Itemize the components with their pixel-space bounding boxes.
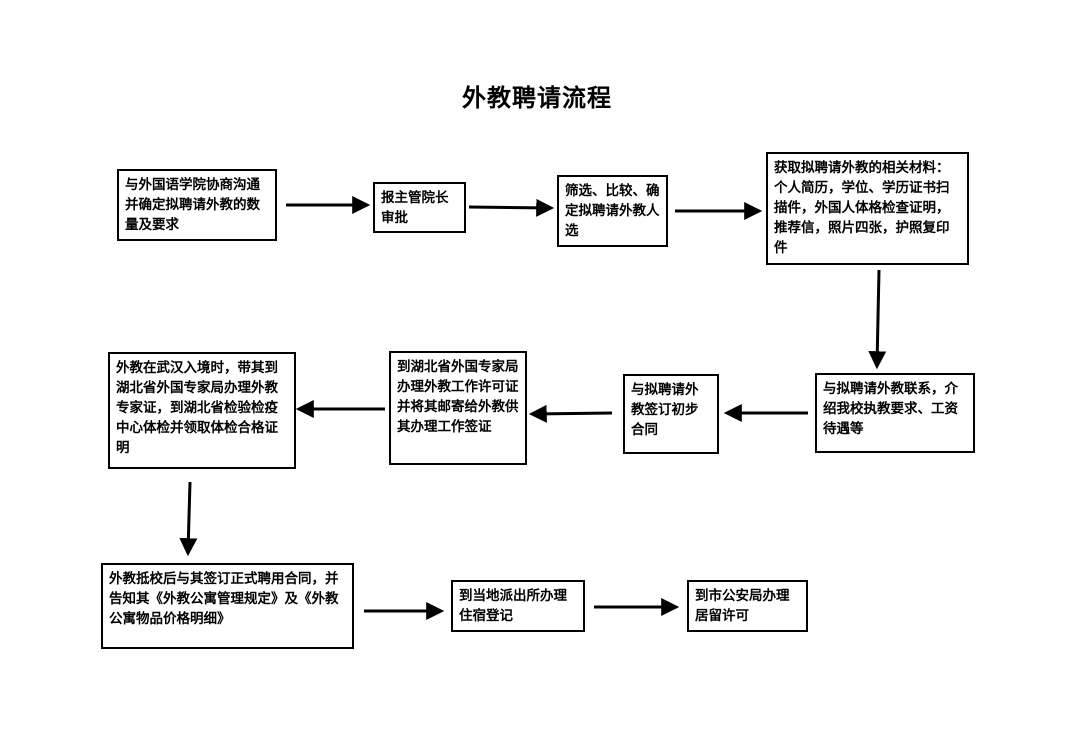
step-report-to-dean: 报主管院长审批 [373, 182, 466, 233]
step-collect-materials: 获取拟聘请外教的相关材料：个人简历，学位、学历证书扫描件，外国人体格检查证明，推… [766, 152, 969, 265]
arrow-4-to-5 [868, 269, 887, 370]
arrow-2-to-3 [468, 198, 555, 217]
step-apply-work-permit: 到湖北省外国专家局办理外教工作许可证并将其邮寄给外教供其办理工作签证 [389, 351, 527, 465]
step-residence-permit: 到市公安局办理居留许可 [687, 580, 808, 632]
arrow-6-to-7 [528, 404, 613, 423]
step-screen-candidates: 筛选、比较、确定拟聘请外教人选 [557, 175, 668, 247]
step-contact-candidate: 与拟聘请外教联系，介绍我校执教要求、工资待遇等 [815, 373, 975, 453]
page-title: 外教聘请流程 [462, 84, 612, 112]
arrow-8-to-9 [179, 481, 198, 557]
step-sign-preliminary-contract: 与拟聘请外教签订初步合同 [623, 374, 719, 454]
step-consult-foreign-languages-school: 与外国语学院协商沟通并确定拟聘请外教的数量及要求 [117, 169, 277, 241]
step-sign-formal-contract: 外教抵校后与其签订正式聘用合同，并告知其《外教公寓管理规定》及《外教公寓物品价格… [101, 563, 354, 649]
step-entry-expert-certificate: 外教在武汉入境时，带其到湖北省外国专家局办理外教专家证，到湖北省检验检疫中心体检… [108, 352, 296, 469]
step-police-registration: 到当地派出所办理住宿登记 [451, 580, 585, 632]
